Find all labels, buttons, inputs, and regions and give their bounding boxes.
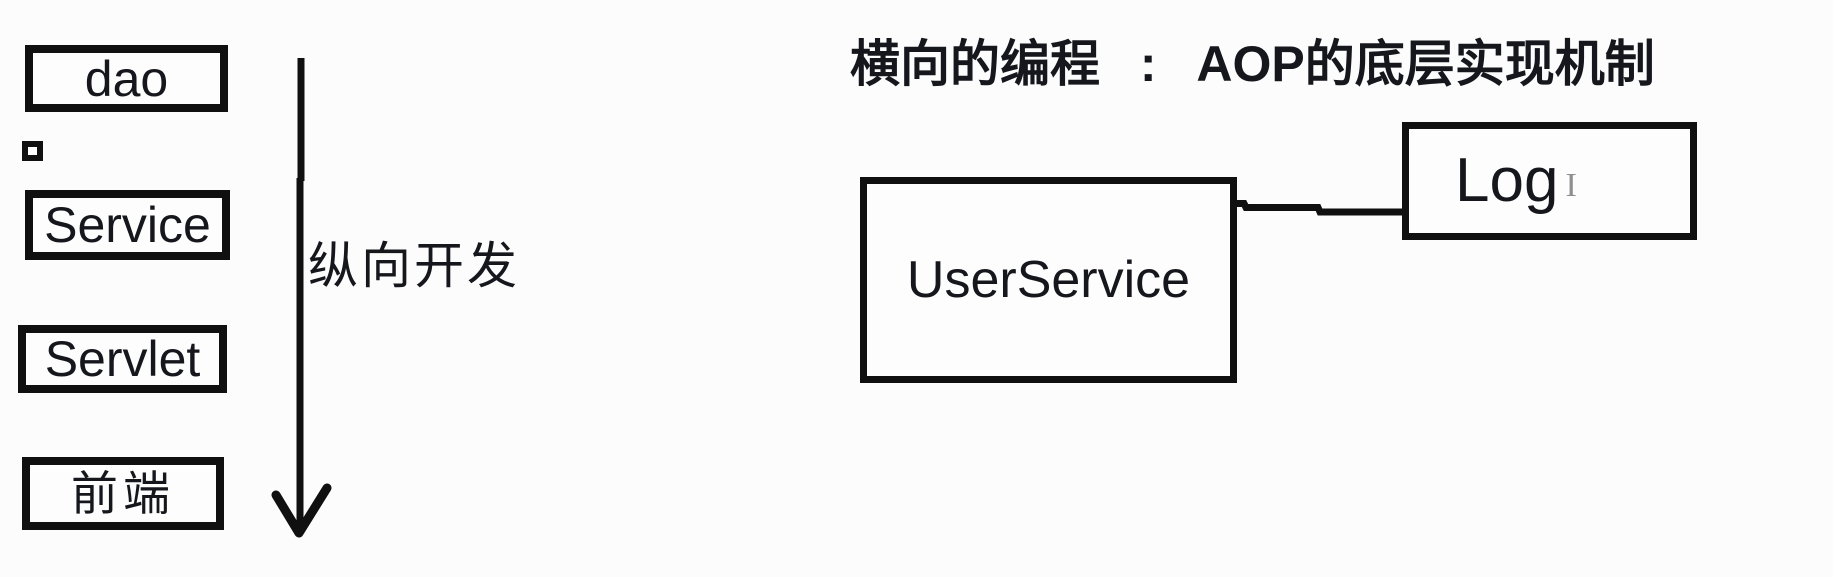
dao-box-label: dao — [84, 50, 169, 107]
servlet-box-label: Servlet — [44, 331, 201, 387]
frontend-box-label: 前端 — [71, 467, 175, 520]
servlet-box[interactable]: Servlet — [18, 325, 227, 393]
userservice-box-label: UserService — [906, 251, 1191, 309]
text-cursor-icon: I — [1565, 167, 1577, 204]
log-box-label: Log — [1455, 146, 1559, 215]
vertical-dev-arrow[interactable] — [271, 58, 332, 538]
selection-handle-icon[interactable] — [22, 141, 43, 161]
section-title[interactable]: 横向的编程 : AOP的底层实现机制 — [850, 36, 1655, 92]
service-box-label: Service — [44, 197, 211, 253]
log-box[interactable]: Log I — [1402, 122, 1697, 240]
userservice-box[interactable]: UserService — [860, 177, 1237, 383]
dao-box[interactable]: dao — [25, 45, 228, 112]
frontend-box[interactable]: 前端 — [22, 457, 224, 530]
vertical-dev-label[interactable]: 纵向开发 — [308, 238, 520, 294]
service-box[interactable]: Service — [25, 190, 230, 260]
